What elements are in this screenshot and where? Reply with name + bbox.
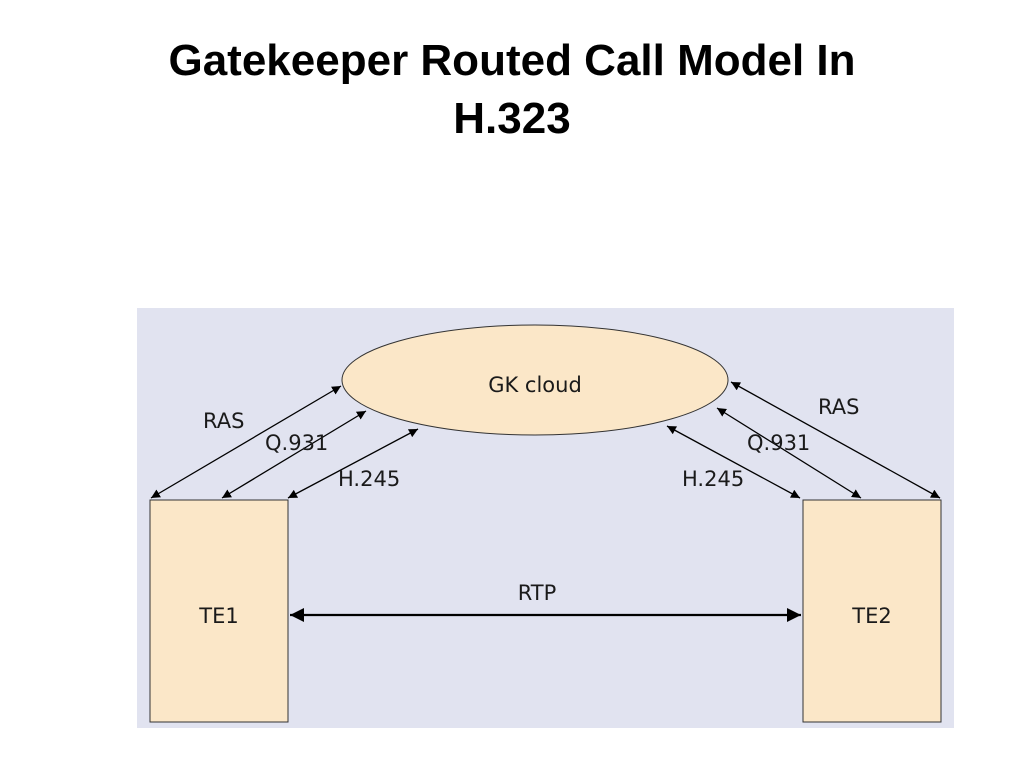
te1-label: TE1	[198, 604, 238, 628]
slide-title: Gatekeeper Routed Call Model In H.323	[0, 32, 1024, 148]
call-model-diagram: GK cloud TE1 TE2 RAS Q.931 H.245 RAS Q.9…	[137, 308, 954, 728]
left-h245-arrow	[287, 428, 419, 499]
left-ras-label: RAS	[203, 409, 244, 433]
te1-node	[149, 499, 289, 723]
left-h245-label: H.245	[338, 467, 400, 491]
right-q931-label: Q.931	[747, 431, 810, 455]
right-h245-label: H.245	[682, 467, 744, 491]
gk-cloud-label: GK cloud	[488, 373, 582, 397]
rtp-label: RTP	[518, 581, 557, 605]
right-ras-label: RAS	[818, 395, 859, 419]
right-h245-arrow	[666, 425, 801, 499]
title-line-2: H.323	[453, 94, 571, 143]
te2-label: TE2	[851, 604, 891, 628]
gk-cloud-node	[341, 324, 729, 436]
te2-node	[802, 499, 942, 723]
left-q931-label: Q.931	[265, 431, 328, 455]
title-line-1: Gatekeeper Routed Call Model In	[168, 36, 856, 85]
